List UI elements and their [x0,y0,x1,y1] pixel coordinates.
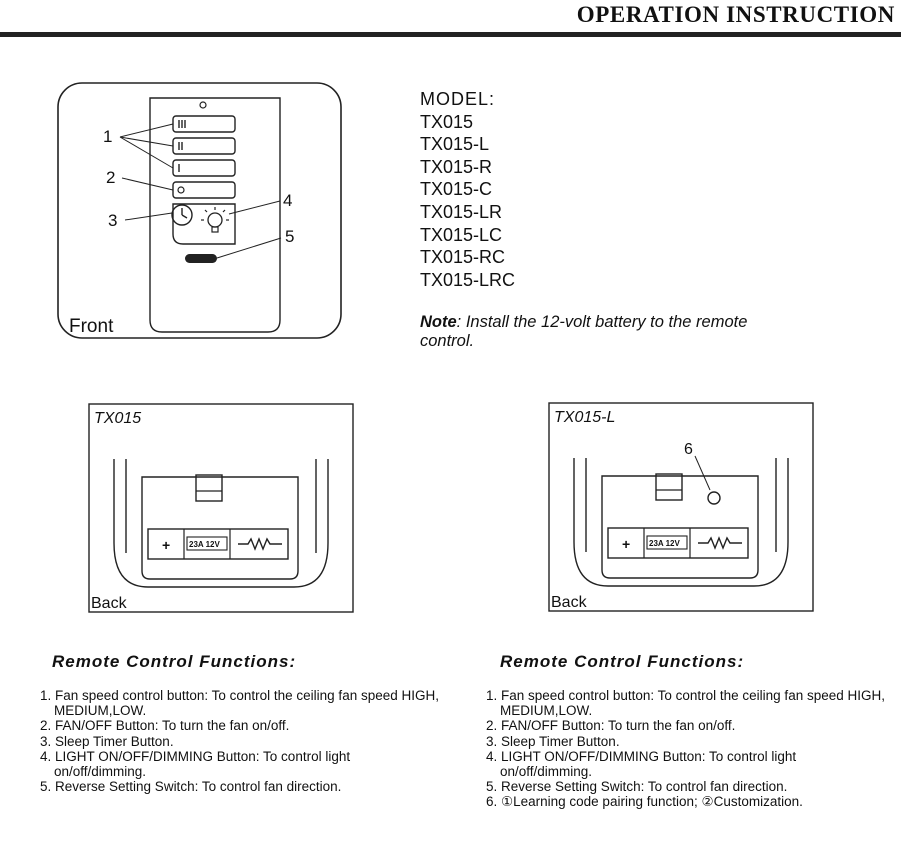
function-item: 1. Fan speed control button: To control … [40,688,439,719]
remote-back-body [113,459,329,588]
function-item: 2. FAN/OFF Button: To turn the fan on/of… [486,718,736,734]
figure-frame [548,402,814,612]
back-figure-tx015-l: 6 + 23A 12V TX015-L Back [548,402,814,612]
front-remote-figure: 1 2 3 4 5 Front [57,82,342,339]
model-item: TX015-LRC [420,269,516,290]
model-heading: MODEL: [420,89,496,109]
callout-3: 3 [108,211,117,230]
battery-note: Note: Install the 12-volt battery to the… [420,313,780,351]
back-figure-tx015: + 23A 12V TX015 Back [88,403,354,613]
callout-1: 1 [103,127,112,146]
battery-compartment [141,476,299,580]
model-item: TX015-R [420,156,493,177]
function-item: 5. Reverse Setting Switch: To control fa… [40,779,342,795]
callout-2: 2 [106,168,115,187]
model-item: TX015-L [420,134,490,155]
reverse-switch [185,254,217,263]
functions-list: 1. Fan speed control button: To control … [40,688,440,794]
battery-icon [147,528,289,560]
battery-compartment [601,475,759,579]
function-item: 3. Sleep Timer Button. [40,733,174,749]
led-icon [199,101,207,109]
function-item: 4. LIGHT ON/OFF/DIMMING Button: To contr… [486,748,797,780]
figure-frame [57,82,342,339]
battery-icon [607,527,749,559]
plus-icon: + [162,537,170,553]
function-item: 4. LIGHT ON/OFF/DIMMING Button: To contr… [40,748,351,780]
back-caption: Back [551,594,588,611]
note-text: : Install the 12-volt battery to the rem… [420,313,748,350]
speed-low-button [172,159,236,177]
header-rule [0,32,901,37]
fan-off-button [172,181,236,199]
remote-back-body [573,458,789,587]
spring-icon [698,536,742,550]
model-item: TX015-C [420,179,493,200]
model-list: MODEL: TX015 TX015-L TX015-R TX015-C TX0… [420,88,515,291]
plus-icon: + [622,536,630,552]
battery-label: 23A 12V [189,540,221,549]
function-item: 2. FAN/OFF Button: To turn the fan on/of… [40,718,290,734]
functions-list: 1. Fan speed control button: To control … [486,688,886,810]
callout-5: 5 [285,227,294,246]
model-item: TX015-RC [420,247,506,268]
page-title: OPERATION INSTRUCTION [576,2,895,27]
spring-icon [238,537,282,551]
light-bulb-icon [201,207,229,233]
model-item: TX015-LR [420,201,503,222]
latch-icon [195,474,223,502]
callout-4: 4 [283,191,292,210]
function-item: 1. Fan speed control button: To control … [486,688,885,719]
model-item: TX015 [420,111,474,132]
back-model-label: TX015-L [554,409,615,426]
function-item: 3. Sleep Timer Button. [486,733,620,749]
functions-title: Remote Control Functions: [500,652,745,671]
timer-light-panel [172,203,236,245]
function-item: 6. ①Learning code pairing function; ②Cus… [486,794,803,810]
latch-icon [655,473,683,501]
front-caption: Front [69,316,114,337]
callout-6: 6 [684,441,693,458]
figure-frame [88,403,354,613]
model-item: TX015-LC [420,224,503,245]
note-label: Note [420,313,457,331]
functions-title: Remote Control Functions: [52,652,297,671]
battery-label: 23A 12V [649,539,681,548]
back-caption: Back [91,595,128,612]
function-item: 5. Reverse Setting Switch: To control fa… [486,779,788,795]
learning-button-icon [707,491,721,505]
clock-icon [171,204,193,226]
remote-body [149,97,281,333]
back-model-label: TX015 [94,410,141,427]
